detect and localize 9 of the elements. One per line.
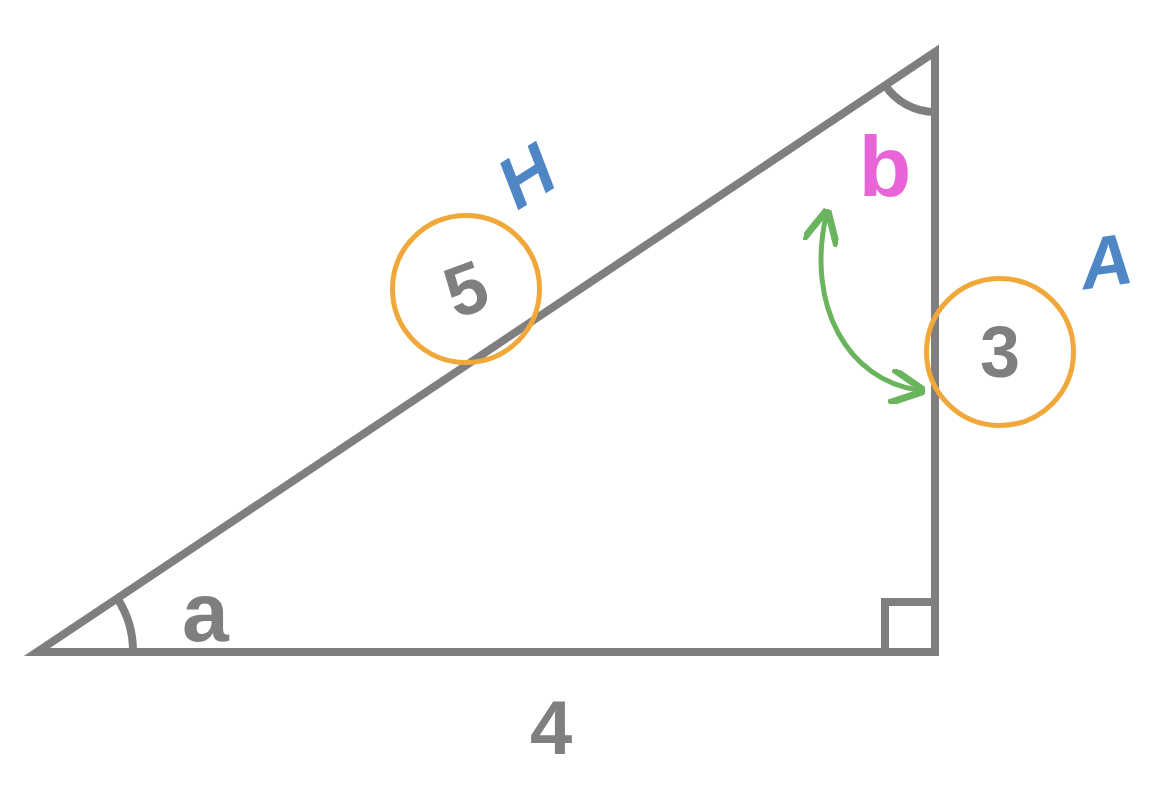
circle-label <box>390 213 542 365</box>
circle-label <box>924 276 1076 428</box>
side-length: 4 <box>530 690 573 766</box>
side-length: 3 <box>979 316 1020 388</box>
side-length: 5 <box>434 248 498 330</box>
side-name: A <box>1075 221 1137 301</box>
angle-label: b <box>858 123 912 209</box>
angle-label: a <box>182 570 229 654</box>
side-name: H <box>484 131 568 221</box>
